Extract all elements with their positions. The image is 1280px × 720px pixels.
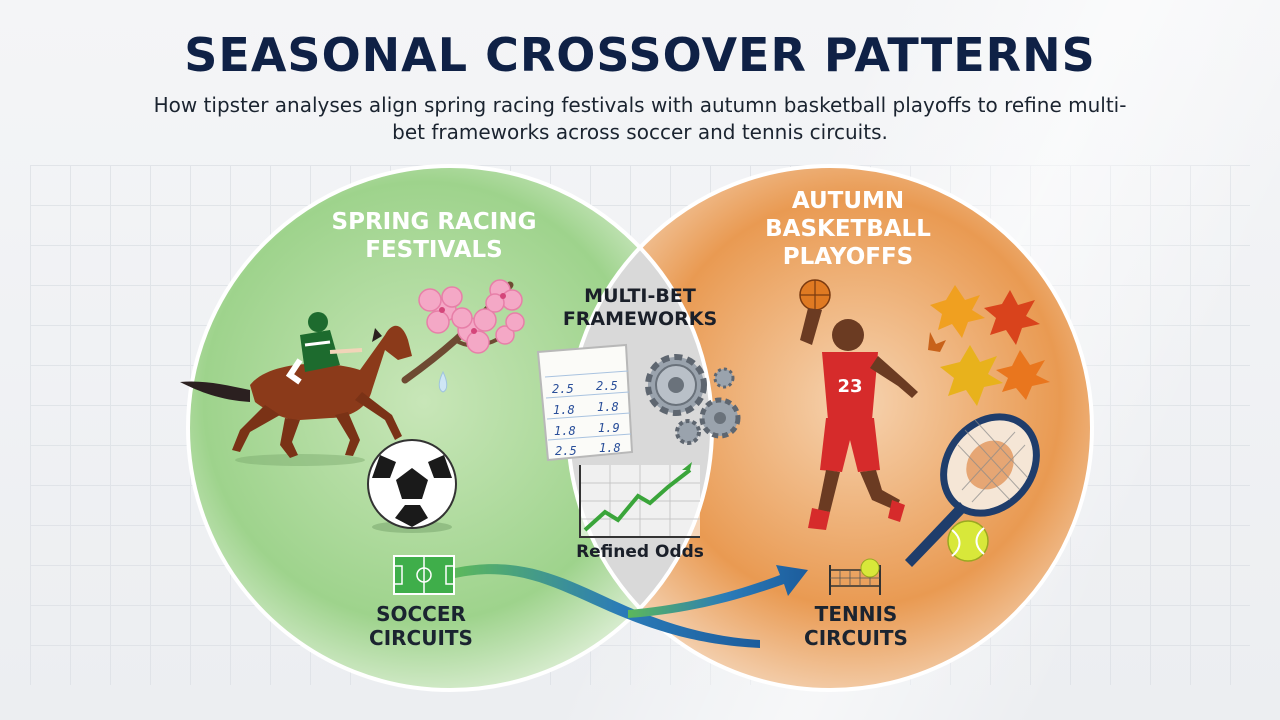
odds-slip-cell: 2.5 <box>555 444 577 458</box>
cherry-blossom-icon <box>401 279 525 393</box>
center-label-line1: MULTI-BET <box>584 285 696 307</box>
jersey-number: 23 <box>837 376 862 397</box>
left-label-line1: SPRING RACING <box>332 209 537 235</box>
odds-slip-cell: 2.5 <box>552 382 574 396</box>
page-subtitle: How tipster analyses align spring racing… <box>153 93 1127 144</box>
odds-slip-cell: 1.8 <box>597 400 619 414</box>
soccer-circuits-line2: CIRCUITS <box>369 626 473 650</box>
gears-icon <box>645 354 741 445</box>
tennis-ball-icon <box>947 520 989 562</box>
odds-slip-icon: 2.5 2.5 1.8 1.8 1.8 1.9 2.5 1.8 <box>536 343 634 462</box>
autumn-leaves-icon <box>928 285 1050 406</box>
soccer-ball-icon <box>367 439 457 533</box>
left-label-line2: FESTIVALS <box>365 237 503 263</box>
odds-slip-cell: 2.5 <box>596 379 618 393</box>
refined-odds-label: Refined Odds <box>576 542 704 562</box>
page-title: SEASONAL CROSSOVER PATTERNS <box>184 28 1096 82</box>
right-label-line2: BASKETBALL <box>765 216 931 242</box>
right-label-line3: PLAYOFFS <box>783 244 914 270</box>
basketball-player-icon: 23 <box>799 279 918 530</box>
tennis-circuits-line1: TENNIS <box>815 602 898 626</box>
soccer-pitch-icon <box>393 555 455 595</box>
odds-slip-cell: 1.8 <box>599 441 621 455</box>
right-label-line1: AUTUMN <box>792 188 904 214</box>
left-circle <box>188 166 712 690</box>
odds-slip-cell: 1.9 <box>598 421 620 435</box>
tennis-racket-icon <box>905 413 1040 567</box>
odds-slip-cell: 1.8 <box>553 403 575 417</box>
tennis-net-icon <box>829 558 881 595</box>
center-label-line2: FRAMEWORKS <box>563 308 717 330</box>
crossover-arrow-icon <box>455 564 808 648</box>
trend-chart-icon <box>579 462 700 538</box>
tennis-circuits-line2: CIRCUITS <box>804 626 908 650</box>
soccer-circuits-line1: SOCCER <box>376 602 466 626</box>
racehorse-icon <box>180 312 412 466</box>
odds-slip-cell: 1.8 <box>554 424 576 438</box>
